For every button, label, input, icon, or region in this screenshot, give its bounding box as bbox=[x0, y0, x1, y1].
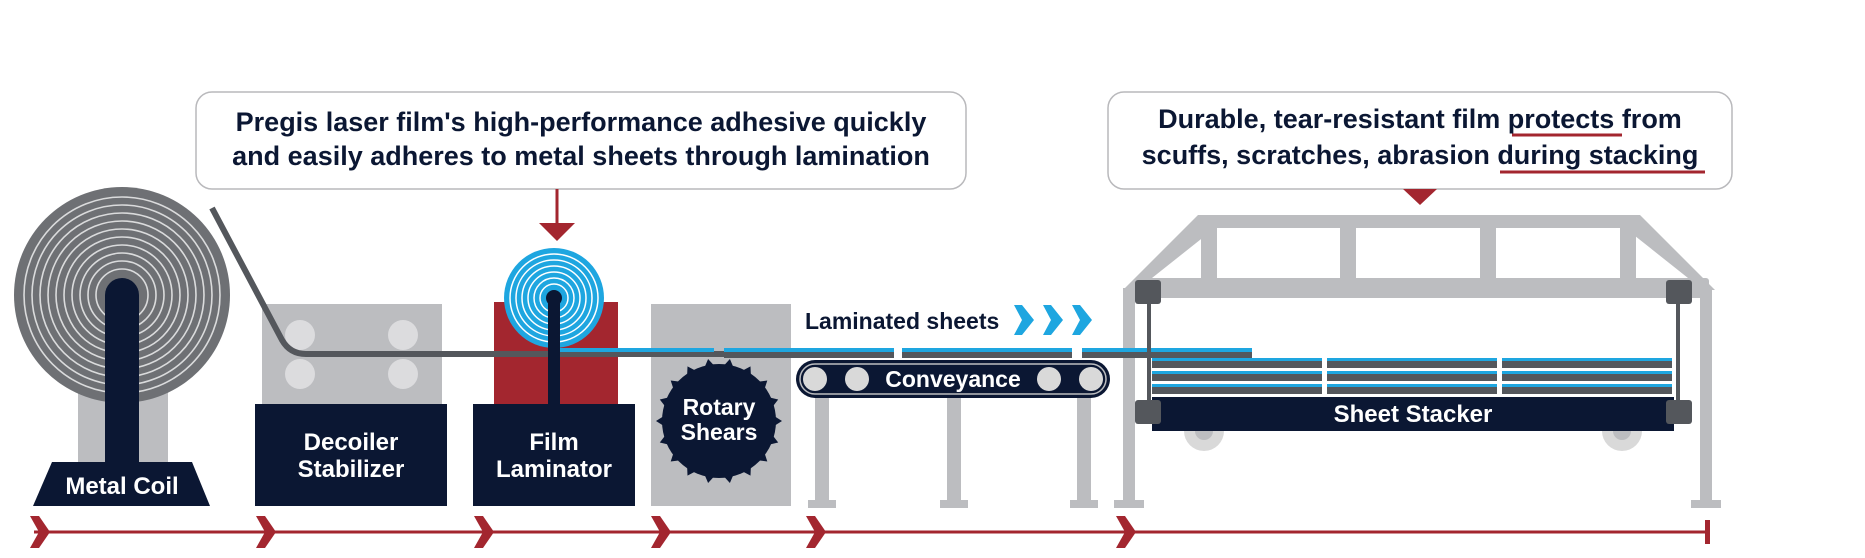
metal-coil: Metal Coil bbox=[14, 187, 230, 506]
roller-icon bbox=[845, 367, 869, 391]
stacker-callout-emphasis-protects: protects bbox=[1508, 104, 1615, 134]
metal-sheet-strip bbox=[209, 206, 740, 357]
conveyor-legs bbox=[808, 395, 1098, 508]
laminated-sheets-label: Laminated sheets bbox=[805, 308, 999, 334]
svg-text:scuffs, scratches, abrasion du: scuffs, scratches, abrasion during stack… bbox=[1142, 140, 1699, 170]
roller-icon bbox=[1079, 367, 1103, 391]
metal-coil-label: Metal Coil bbox=[65, 473, 178, 500]
step-marker-icon bbox=[1116, 516, 1136, 548]
laminator-pointer-arrow bbox=[539, 189, 575, 241]
step-marker-icon bbox=[256, 516, 276, 548]
laminated-sheet-segments bbox=[554, 348, 1252, 358]
roller-icon bbox=[1037, 367, 1061, 391]
decoiler-label-line2: Stabilizer bbox=[298, 456, 405, 483]
laminator-label-line1: Film bbox=[529, 429, 578, 456]
stacker-callout-line2-part1: scuffs, scratches, abrasion bbox=[1142, 140, 1498, 170]
process-timeline bbox=[30, 516, 1710, 548]
sheet-stacker: Sheet Stacker bbox=[1135, 280, 1692, 451]
rotary-shears: Rotary Shears bbox=[656, 359, 782, 483]
stacker-frame bbox=[1114, 215, 1721, 508]
step-marker-icon bbox=[30, 516, 50, 548]
step-marker-icon bbox=[806, 516, 826, 548]
decoiler-stabilizer: Decoiler Stabilizer bbox=[255, 404, 447, 506]
roller-icon bbox=[803, 367, 827, 391]
stacker-callout-notch bbox=[1403, 189, 1437, 205]
stacker-callout-line1-part2: from bbox=[1614, 104, 1682, 134]
film-laminator: Film Laminator bbox=[473, 248, 635, 506]
conveyance-label: Conveyance bbox=[885, 366, 1021, 392]
svg-text:and easily adheres to metal sh: and easily adheres to metal sheets throu… bbox=[232, 141, 930, 171]
stacked-sheets bbox=[1152, 358, 1672, 394]
stacker-callout-emphasis-stacking: during stacking bbox=[1497, 140, 1698, 170]
step-marker-icon bbox=[651, 516, 671, 548]
svg-text:Pregis laser film's high-perfo: Pregis laser film's high-performance adh… bbox=[236, 107, 927, 137]
svg-text:Durable, tear-resistant film p: Durable, tear-resistant film protects fr… bbox=[1158, 104, 1682, 134]
shears-label-line2: Shears bbox=[681, 419, 758, 445]
chevron-right-icon bbox=[1072, 305, 1092, 335]
decoiler-housing bbox=[262, 304, 442, 412]
decoiler-label-line1: Decoiler bbox=[304, 429, 399, 456]
laminator-callout-line2: and easily adheres to metal sheets throu… bbox=[232, 141, 930, 171]
laminator-callout-line1: Pregis laser film's high-performance adh… bbox=[236, 107, 927, 137]
shears-label-line1: Rotary bbox=[683, 394, 756, 420]
laminator-label-line2: Laminator bbox=[496, 456, 612, 483]
flow-chevrons bbox=[1014, 305, 1092, 335]
sheet-stacker-label: Sheet Stacker bbox=[1334, 401, 1493, 428]
step-marker-icon bbox=[474, 516, 494, 548]
stacker-callout-line1-part1: Durable, tear-resistant film bbox=[1158, 104, 1508, 134]
chevron-right-icon bbox=[1043, 305, 1063, 335]
laminator-callout: Pregis laser film's high-performance adh… bbox=[195, 91, 967, 190]
chevron-right-icon bbox=[1014, 305, 1034, 335]
stacker-callout: Durable, tear-resistant film protects fr… bbox=[1107, 91, 1733, 205]
conveyance-belt: Conveyance bbox=[796, 360, 1110, 398]
